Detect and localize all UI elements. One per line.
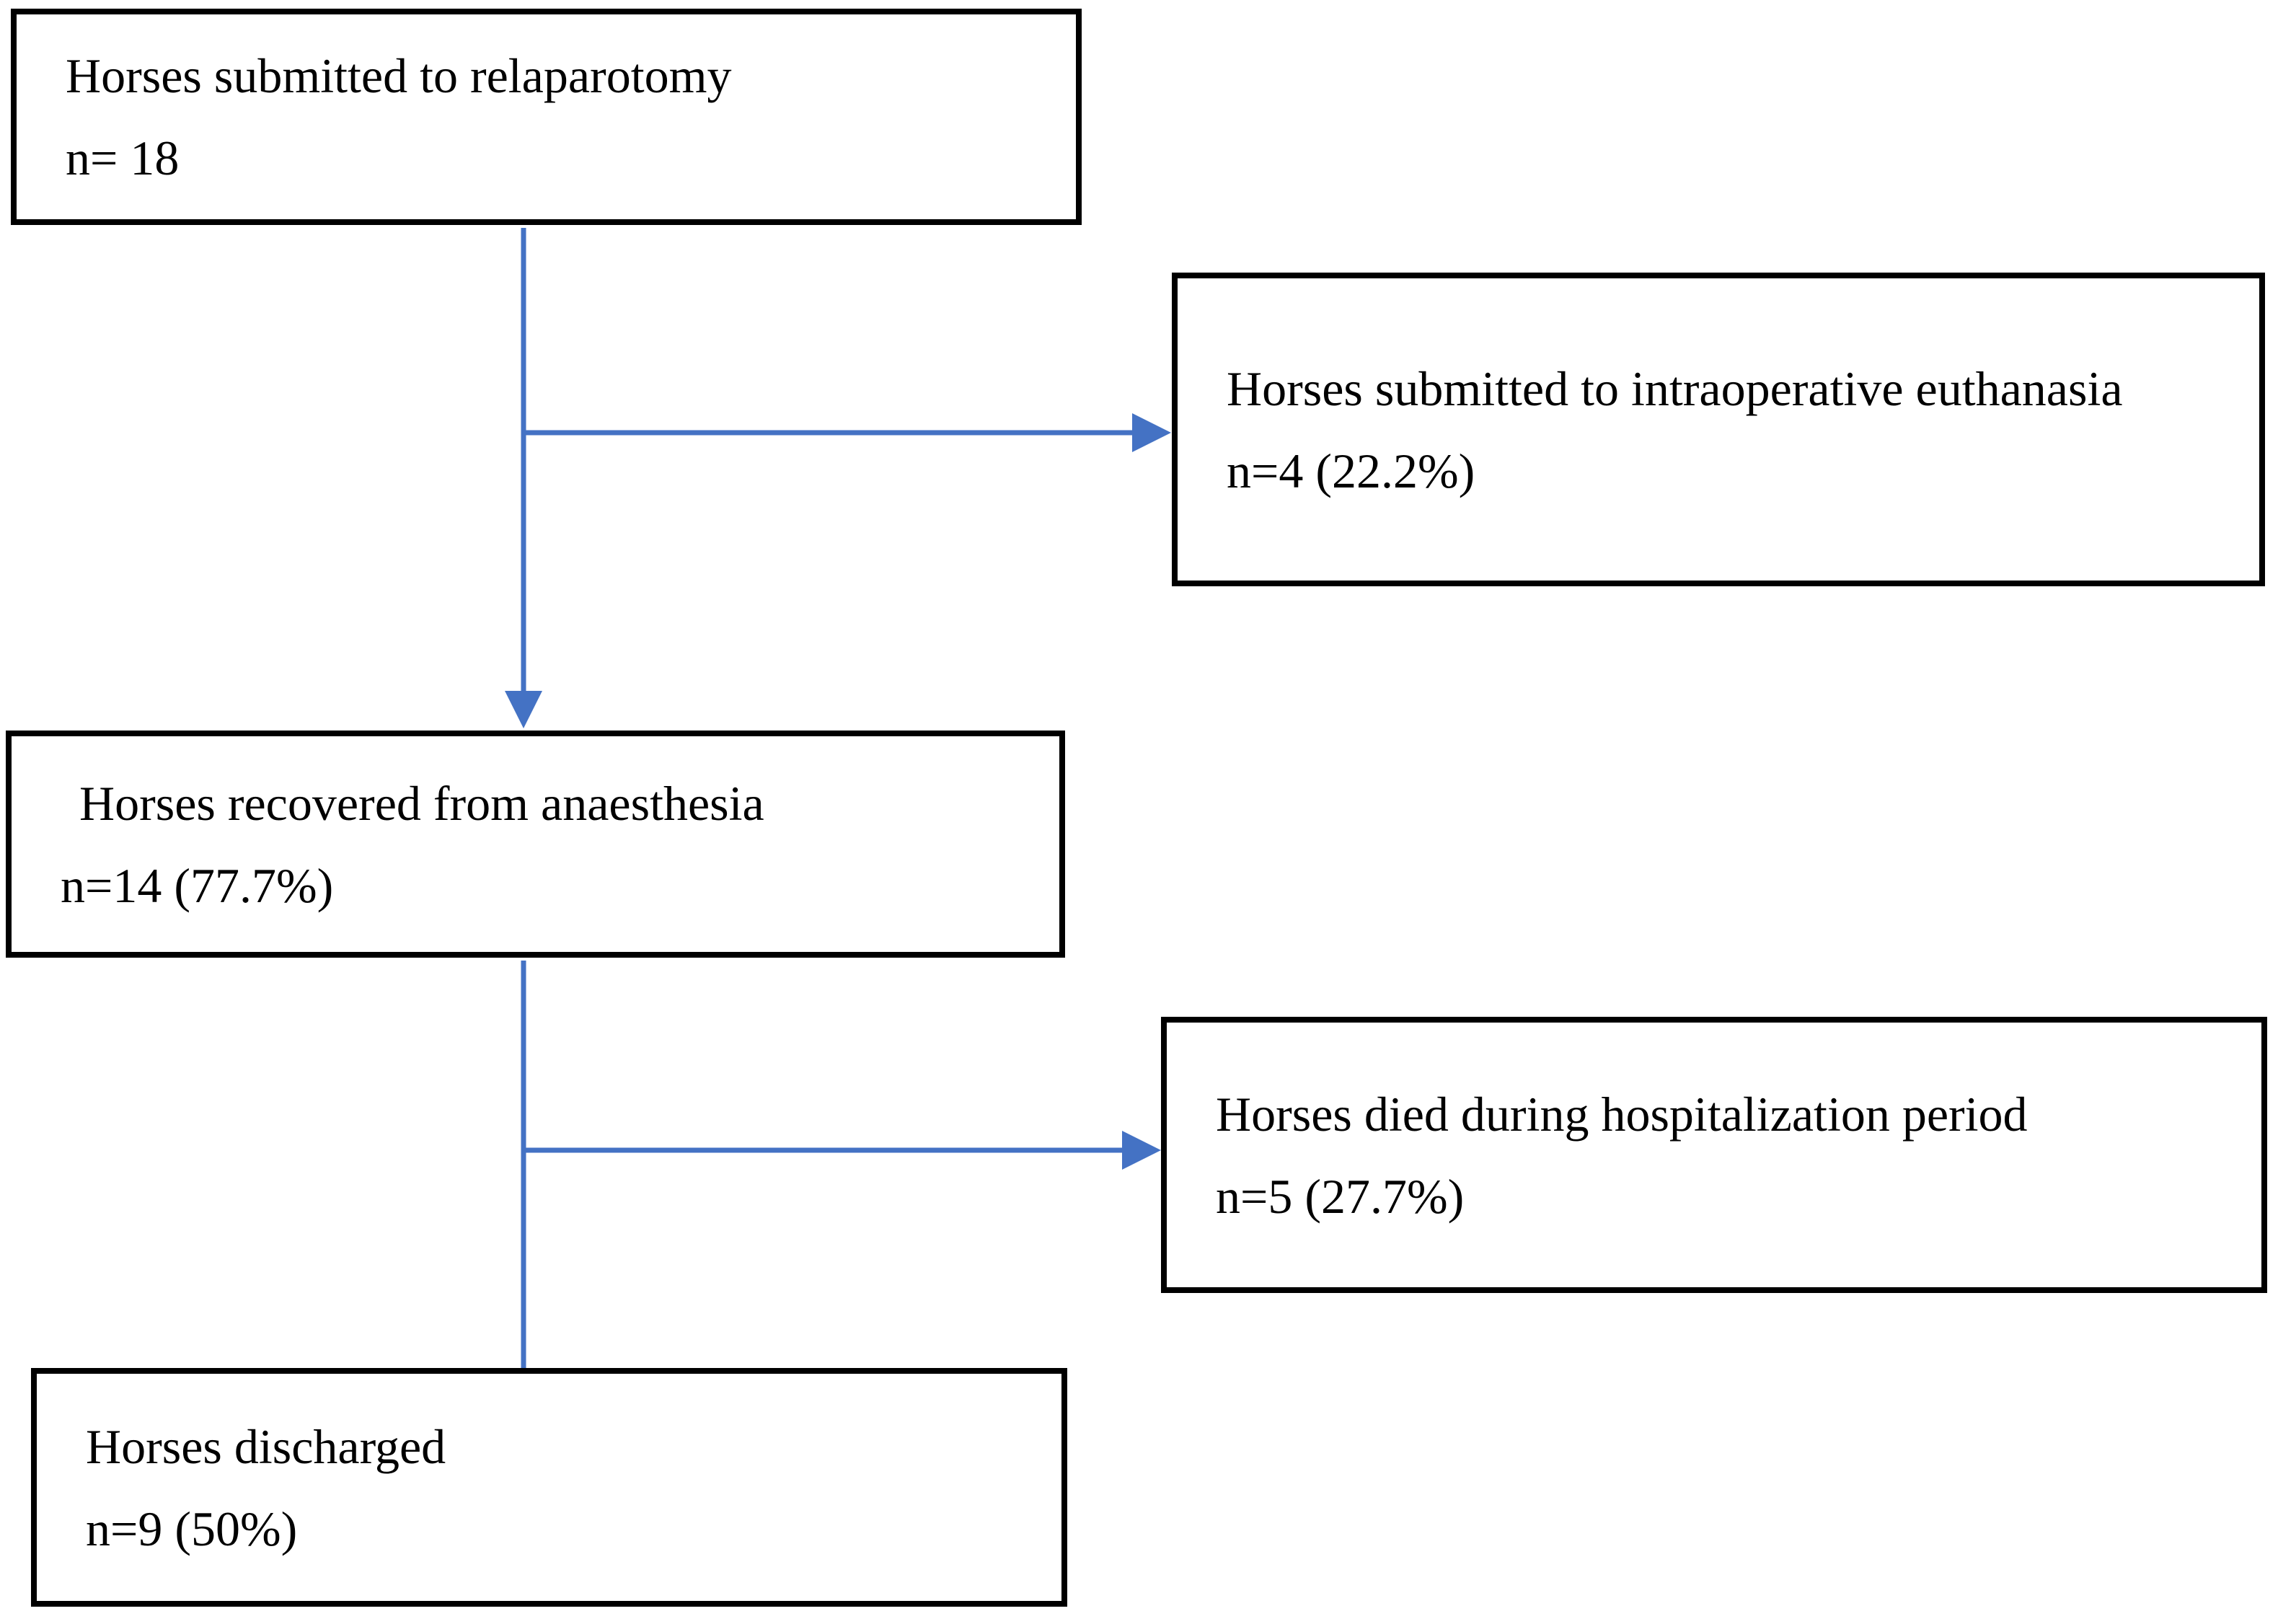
node-count: n=5 (27.7%) xyxy=(1216,1168,1465,1224)
node-label: Horses submitted to relaparotomy xyxy=(66,48,732,103)
node-intraoperative-euthanasia: Horses submitted to intraoperative eutha… xyxy=(1172,273,2265,586)
node-count: n=14 (77.7%) xyxy=(61,857,334,913)
node-recovered-anaesthesia: Horses recovered from anaesthesia n=14 (… xyxy=(6,731,1065,958)
node-count: n= 18 xyxy=(66,131,180,185)
right-arrowhead-icon xyxy=(1132,413,1171,452)
node-count: n=4 (22.2%) xyxy=(1227,443,1475,498)
connector-branch-to-died-hospitalization xyxy=(524,1131,1161,1170)
node-label: Horses discharged xyxy=(86,1418,446,1474)
right-arrowhead-icon xyxy=(1122,1131,1161,1170)
node-relaparotomy: Horses submitted to relaparotomy n= 18 xyxy=(11,9,1082,225)
down-arrowhead-icon xyxy=(505,691,542,728)
connector-branch-to-intraoperative-euthanasia xyxy=(524,413,1171,452)
node-label: Horses died during hospitalization perio… xyxy=(1216,1086,2028,1142)
node-label: Horses recovered from anaesthesia xyxy=(79,775,764,831)
node-discharged: Horses discharged n=9 (50%) xyxy=(31,1368,1067,1607)
node-count: n=9 (50%) xyxy=(86,1501,298,1556)
node-label: Horses submitted to intraoperative eutha… xyxy=(1227,361,2123,416)
connector-relaparotomy-to-recovered xyxy=(505,228,542,728)
node-died-hospitalization: Horses died during hospitalization perio… xyxy=(1161,1017,2267,1293)
